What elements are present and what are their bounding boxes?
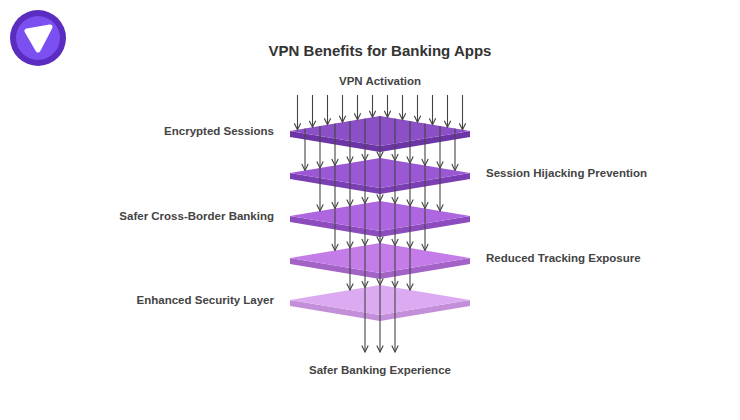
- benefit-label: Encrypted Sessions: [164, 125, 274, 137]
- plate-top: [290, 116, 470, 146]
- flow-arrow: [432, 95, 433, 125]
- flow-arrow: [417, 95, 418, 122]
- flow-label: VPN Activation: [339, 75, 421, 87]
- flow-arrow: [387, 95, 388, 117]
- benefit-label: Enhanced Security Layer: [137, 294, 274, 306]
- plate-shape: [290, 116, 470, 152]
- flow-arrow: [462, 95, 463, 130]
- logo-shield: [27, 27, 50, 50]
- flow-label: Safer Banking Experience: [309, 364, 451, 376]
- plate-shape: [290, 158, 470, 194]
- brand-logo: [10, 10, 66, 66]
- plate-top: [290, 243, 470, 273]
- flow-arrow: [447, 95, 448, 127]
- plate-shape: [290, 201, 470, 237]
- flow-arrow: [357, 95, 358, 120]
- layer-plate: Safer Cross-Border Banking: [290, 201, 470, 237]
- flow-arrow: [297, 95, 298, 130]
- benefit-label: Safer Cross-Border Banking: [119, 210, 274, 222]
- flow-arrow: [312, 95, 313, 127]
- logo-ring: [10, 10, 66, 66]
- benefit-label: Session Hijacking Prevention: [486, 167, 647, 179]
- flow-arrow: [342, 95, 343, 122]
- diagram-title: VPN Benefits for Banking Apps: [269, 42, 492, 59]
- plate-top: [290, 285, 470, 315]
- layer-plate: Enhanced Security Layer: [290, 285, 470, 321]
- plate-top: [290, 201, 470, 231]
- layer-plate: Encrypted Sessions: [290, 116, 470, 152]
- flow-arrow: [402, 95, 403, 120]
- layer-plate: Reduced Tracking Exposure: [290, 243, 470, 279]
- flow-arrow: [327, 95, 328, 125]
- layer-plate: Session Hijacking Prevention: [290, 158, 470, 194]
- flow-arrow: [372, 95, 373, 117]
- plate-shape: [290, 285, 470, 321]
- plate-shape: [290, 243, 470, 279]
- logo-disc: [16, 16, 60, 60]
- benefit-label: Reduced Tracking Exposure: [486, 252, 641, 264]
- plate-top: [290, 158, 470, 188]
